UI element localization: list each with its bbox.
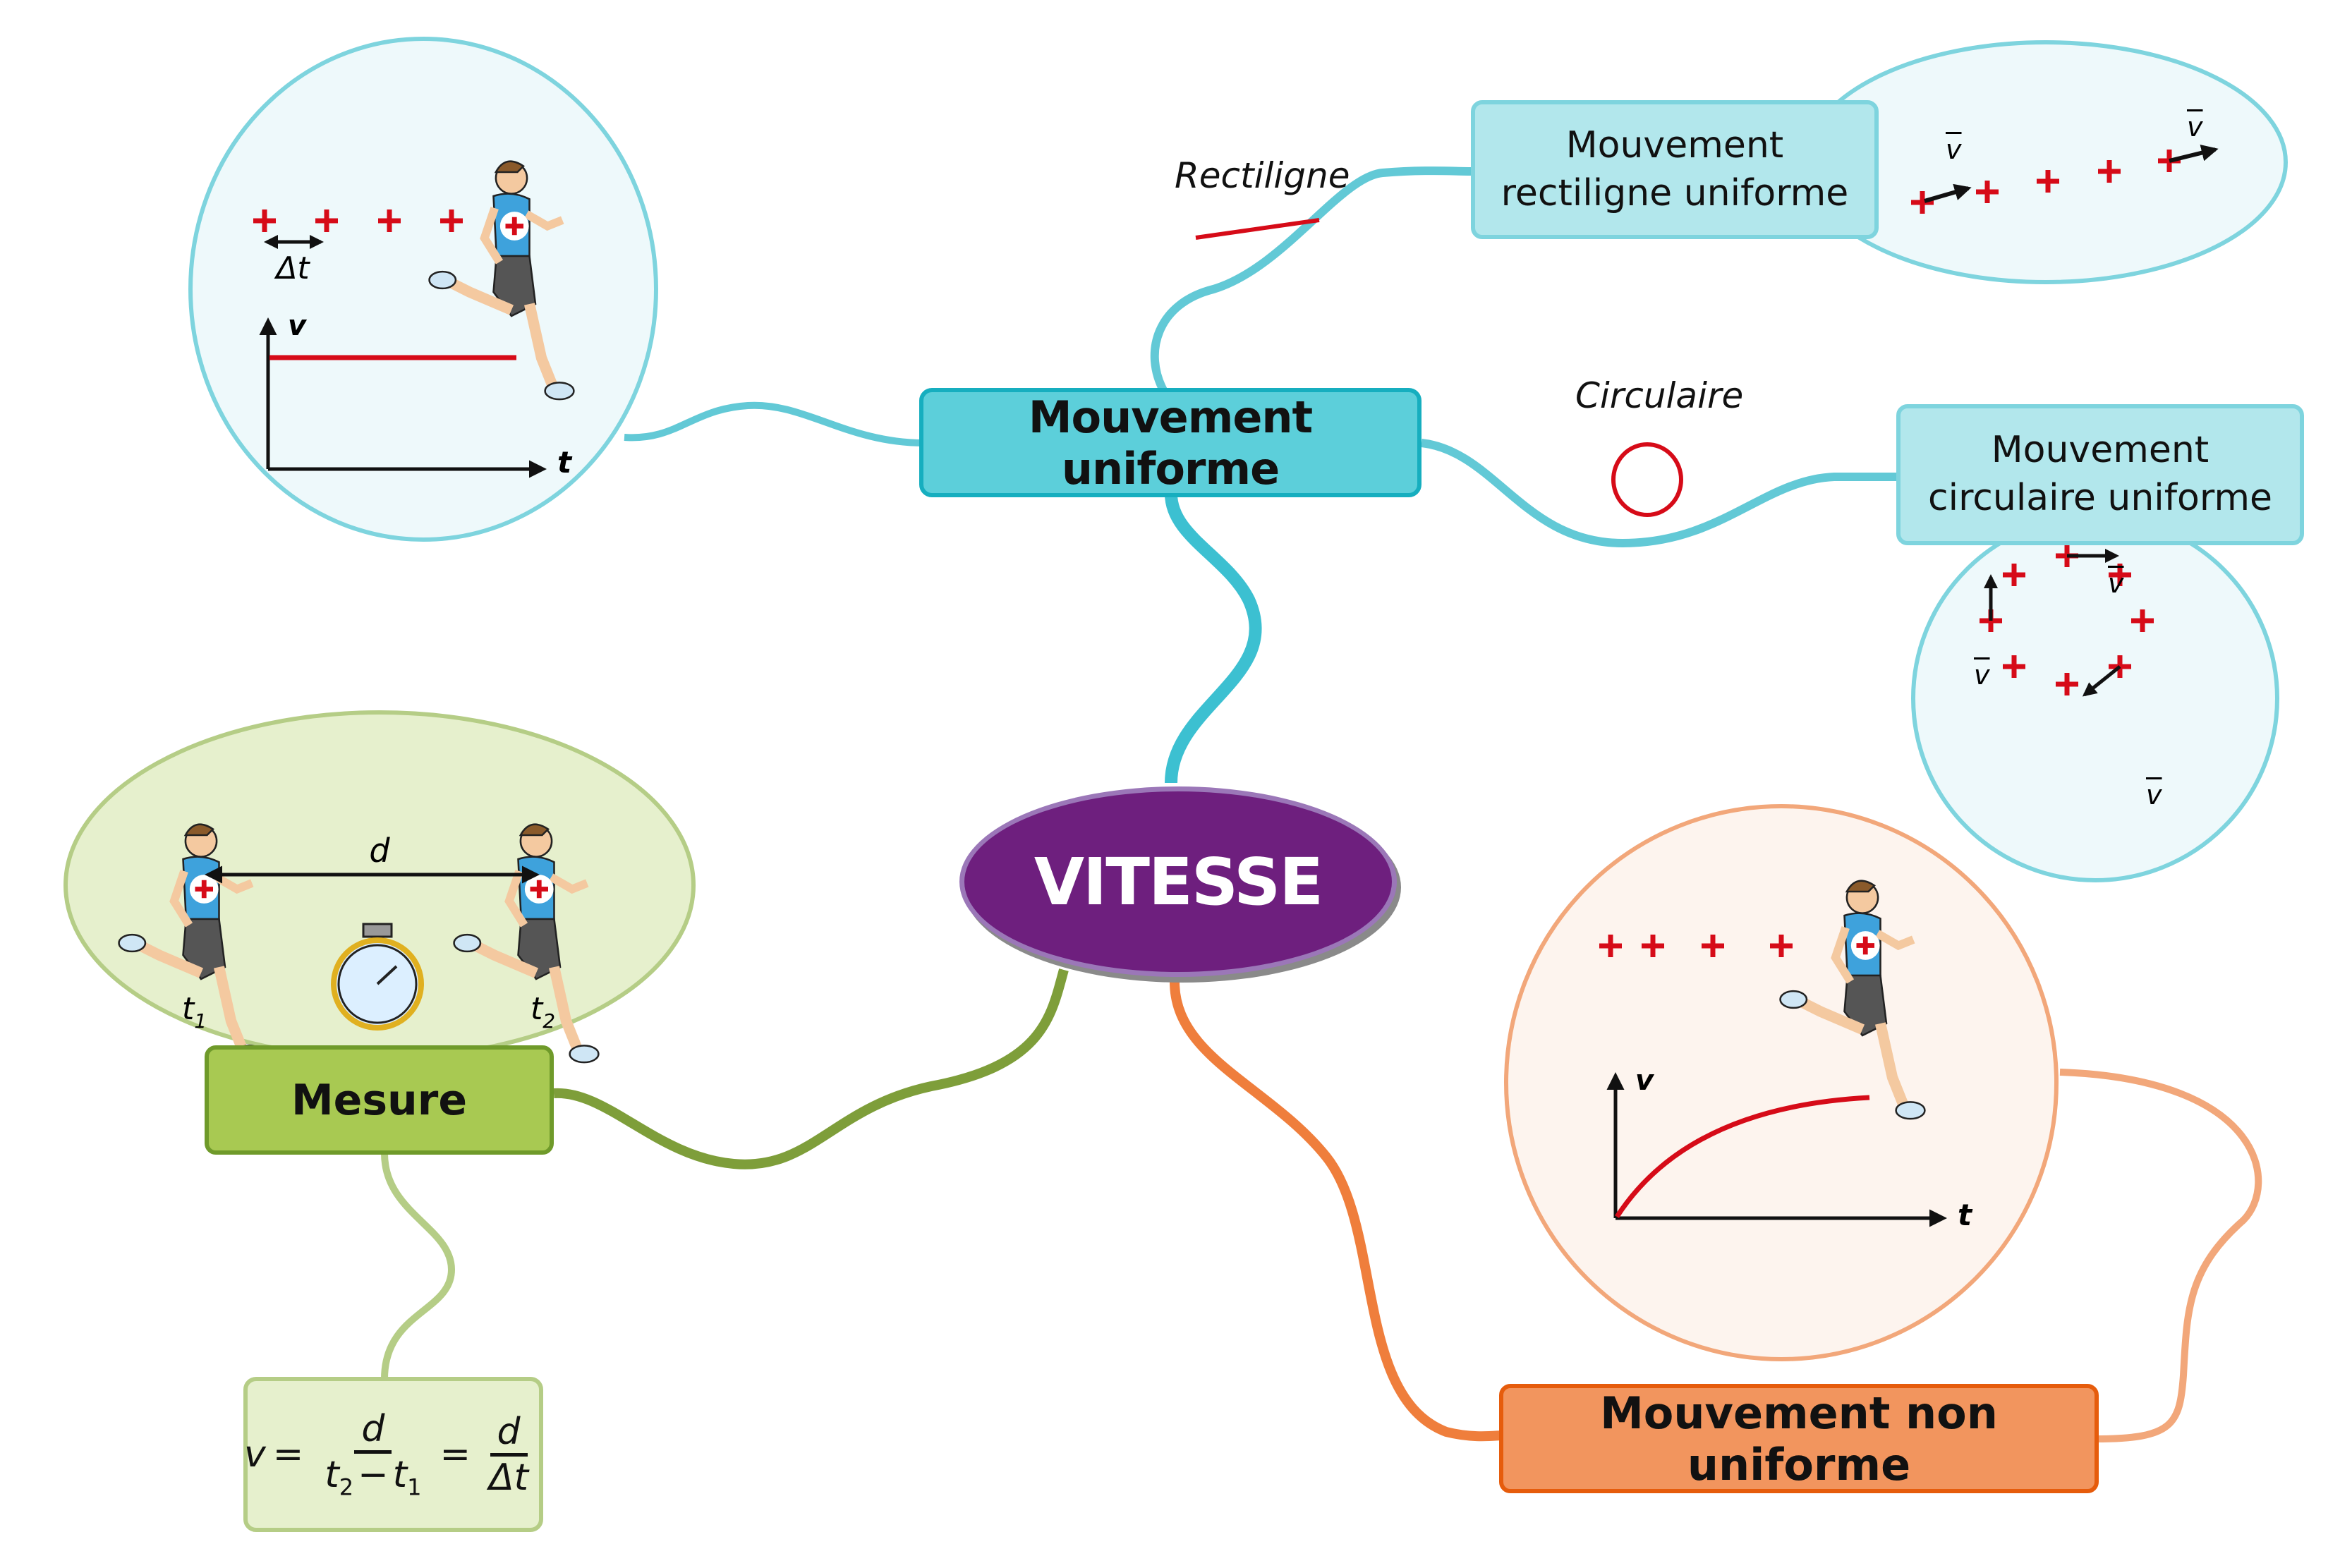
- t2-label: t2: [531, 991, 555, 1033]
- vector-label: v: [2187, 111, 2203, 142]
- connector-mesure-formula: [381, 1153, 456, 1380]
- uniform-illustration: Δt v t: [188, 37, 658, 542]
- vector-label: v: [1946, 134, 1962, 165]
- t1-label: t1: [182, 991, 207, 1033]
- formula-box: v = d t2−t1 = d Δt: [243, 1377, 543, 1532]
- velocity-vector: [1924, 183, 1972, 203]
- node-mouvement-circulaire-uniforme[interactable]: Mouvement circulaire uniforme: [1896, 404, 2304, 545]
- x-axis-label: t: [557, 445, 573, 480]
- node-mesure[interactable]: Mesure: [205, 1045, 554, 1155]
- formula-equals: =: [272, 1433, 304, 1476]
- connector-center-mesure: [553, 968, 1069, 1169]
- formula-lhs: v: [244, 1433, 266, 1476]
- formula-equals: =: [440, 1433, 471, 1476]
- node-mouvement-non-uniforme[interactable]: Mouvement non uniforme: [1499, 1384, 2099, 1493]
- center-node-vitesse[interactable]: VITESSE: [959, 786, 1397, 977]
- mesure-illustration: d t1 t2: [63, 710, 696, 1062]
- vector-label: v: [1974, 660, 1990, 691]
- vector-label: v: [2108, 568, 2124, 599]
- node-mouvement-rectiligne-uniforme[interactable]: Mouvement rectiligne uniforme: [1471, 100, 1879, 239]
- node-mouvement-uniforme[interactable]: Mouvement uniforme: [919, 388, 1421, 497]
- interval-label: Δt: [274, 250, 310, 286]
- connector-uniform-left-circle: [624, 401, 925, 446]
- y-axis-label: v: [288, 310, 308, 342]
- fraction-denominator: Δt: [489, 1456, 528, 1499]
- connector-nonuniform-circle: [2059, 1069, 2262, 1442]
- rectiligne-tag: [1195, 218, 1320, 240]
- stopwatch-icon: [331, 923, 424, 1031]
- nonuniform-illustration: v t: [1504, 804, 2059, 1361]
- circulaire-tag: [1611, 442, 1683, 517]
- circle-icon: [1611, 442, 1683, 517]
- formula-fraction-1: d t2−t1: [317, 1408, 428, 1500]
- y-axis-label: v: [1635, 1064, 1655, 1097]
- velocity-vector: [2169, 144, 2219, 163]
- fraction-numerator: d: [354, 1408, 392, 1454]
- velocity-vector: [2082, 665, 2121, 697]
- vector-label: v: [2146, 779, 2162, 810]
- increasing-speed-curve: [1615, 1095, 1870, 1218]
- circulaire-illustration: [1911, 514, 2279, 882]
- fraction-denominator: t2−t1: [325, 1454, 422, 1501]
- connector-center-uniform: [1165, 493, 1262, 784]
- x-axis-label: t: [1958, 1198, 1973, 1232]
- connector-center-nonuniform: [1170, 981, 1503, 1442]
- connector-uniform-circulaire: [1421, 439, 1898, 548]
- rectiligne-label: Rectiligne: [1175, 155, 1350, 196]
- connectors: [381, 166, 2262, 1442]
- fraction-numerator: d: [490, 1411, 528, 1457]
- circulaire-label: Circulaire: [1575, 375, 1744, 416]
- connector-uniform-rectiligne: [1150, 166, 1472, 394]
- straight-line-icon: [1195, 218, 1320, 240]
- formula-fraction-2: d Δt: [482, 1411, 535, 1499]
- distance-label: d: [369, 832, 390, 870]
